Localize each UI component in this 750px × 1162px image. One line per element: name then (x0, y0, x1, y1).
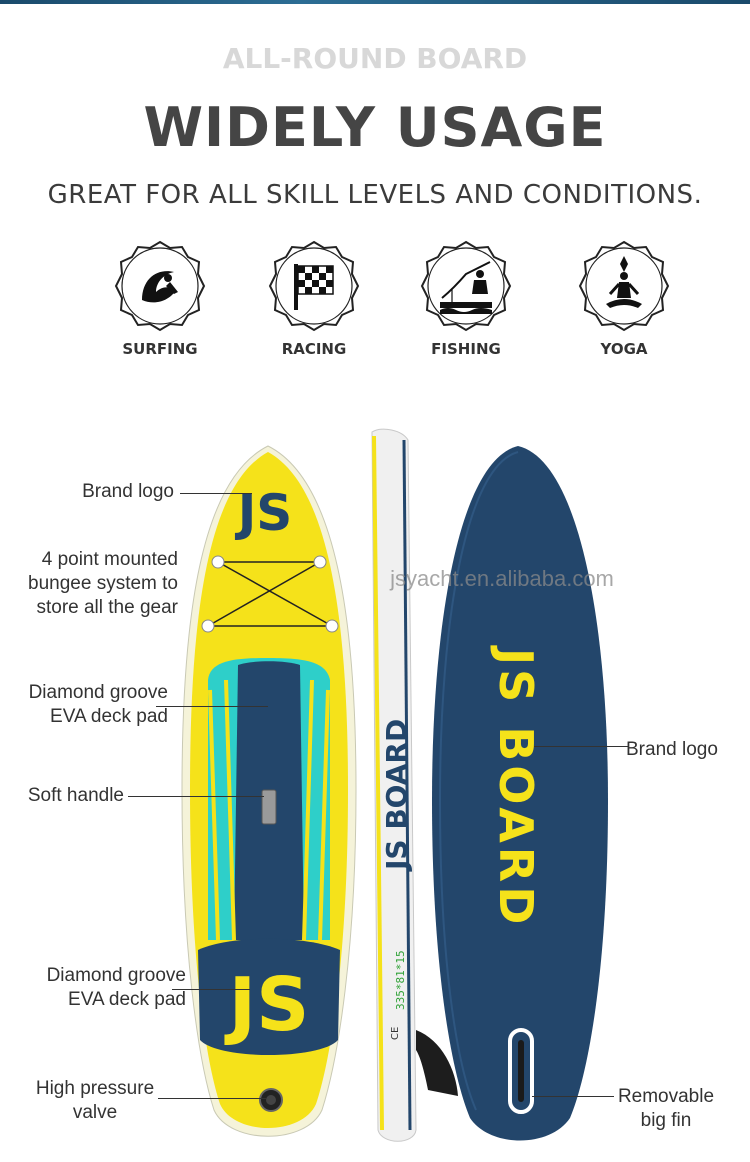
watermark-text: jsyacht.en.alibaba.com (389, 566, 614, 591)
board-deck-view: JS JS (181, 445, 357, 1137)
callout-line (180, 493, 252, 494)
paddle-board-illustration: JS JS JS BOARD 335*81*15 CE JS BOARD (181, 428, 614, 1142)
callout-label: bungee system to (28, 573, 178, 594)
tagline: GREAT FOR ALL SKILL LEVELS AND CONDITION… (47, 180, 703, 210)
bottom-brand-text: JS BOARD (489, 645, 543, 928)
usage-label: RACING (281, 340, 347, 358)
callout-brand-logo-right: Brand logo (626, 738, 746, 762)
callout-brand-logo-left: Brand logo (40, 480, 174, 504)
callout-line (534, 746, 628, 747)
yoga-icon (578, 240, 670, 332)
usage-fishing: FISHING (406, 238, 526, 358)
board-bottom-view: JS BOARD (432, 446, 608, 1141)
callout-label: Diamond groove (28, 682, 168, 703)
callout-line (172, 989, 250, 990)
callout-label: valve (72, 1102, 118, 1123)
callout-line (128, 796, 264, 797)
kicker-title: ALL-ROUND BOARD (222, 42, 528, 75)
surfing-icon (114, 240, 206, 332)
usage-label: FISHING (431, 340, 501, 358)
callout-label: store all the gear (36, 597, 178, 618)
usage-yoga: YOGA (564, 238, 684, 358)
callout-fin: Removable big fin (610, 1085, 722, 1133)
callout-line (158, 1098, 266, 1099)
callout-label: Brand logo (626, 739, 718, 760)
callout-valve: High pressure valve (30, 1077, 160, 1125)
usage-label: SURFING (122, 340, 198, 358)
top-accent-bar (0, 0, 750, 4)
usage-racing: RACING (254, 238, 374, 358)
callout-line (532, 1096, 614, 1097)
callout-label: big fin (640, 1110, 692, 1131)
fishing-icon (420, 240, 512, 332)
callout-bungee: 4 point mounted bungee system to store a… (4, 548, 178, 620)
board-side-view: JS BOARD 335*81*15 CE (371, 428, 458, 1142)
side-spec-text: 335*81*15 (394, 950, 407, 1010)
checkered-flag-icon (268, 240, 360, 332)
callout-label: 4 point mounted (41, 549, 178, 570)
callout-line (156, 706, 268, 707)
deck-logo-bottom: JS (224, 962, 310, 1048)
callout-deck-pad-bottom: Diamond groove EVA deck pad (20, 964, 186, 1012)
side-ce-mark: CE (390, 1027, 401, 1040)
callout-label: Removable (617, 1086, 715, 1107)
callout-label: Soft handle (27, 785, 124, 806)
callout-soft-handle: Soft handle (10, 784, 124, 808)
callout-label: EVA deck pad (50, 706, 168, 727)
usage-surfing: SURFING (100, 238, 220, 358)
callout-label: Brand logo (82, 481, 174, 502)
usage-label: YOGA (600, 340, 648, 358)
callout-label: High pressure (35, 1078, 155, 1099)
callout-deck-pad-top: Diamond groove EVA deck pad (6, 681, 168, 729)
callout-label: Diamond groove (46, 965, 186, 986)
page-title: WIDELY USAGE (143, 96, 607, 159)
callout-label: EVA deck pad (68, 989, 186, 1010)
side-brand-text: JS BOARD (380, 719, 413, 872)
